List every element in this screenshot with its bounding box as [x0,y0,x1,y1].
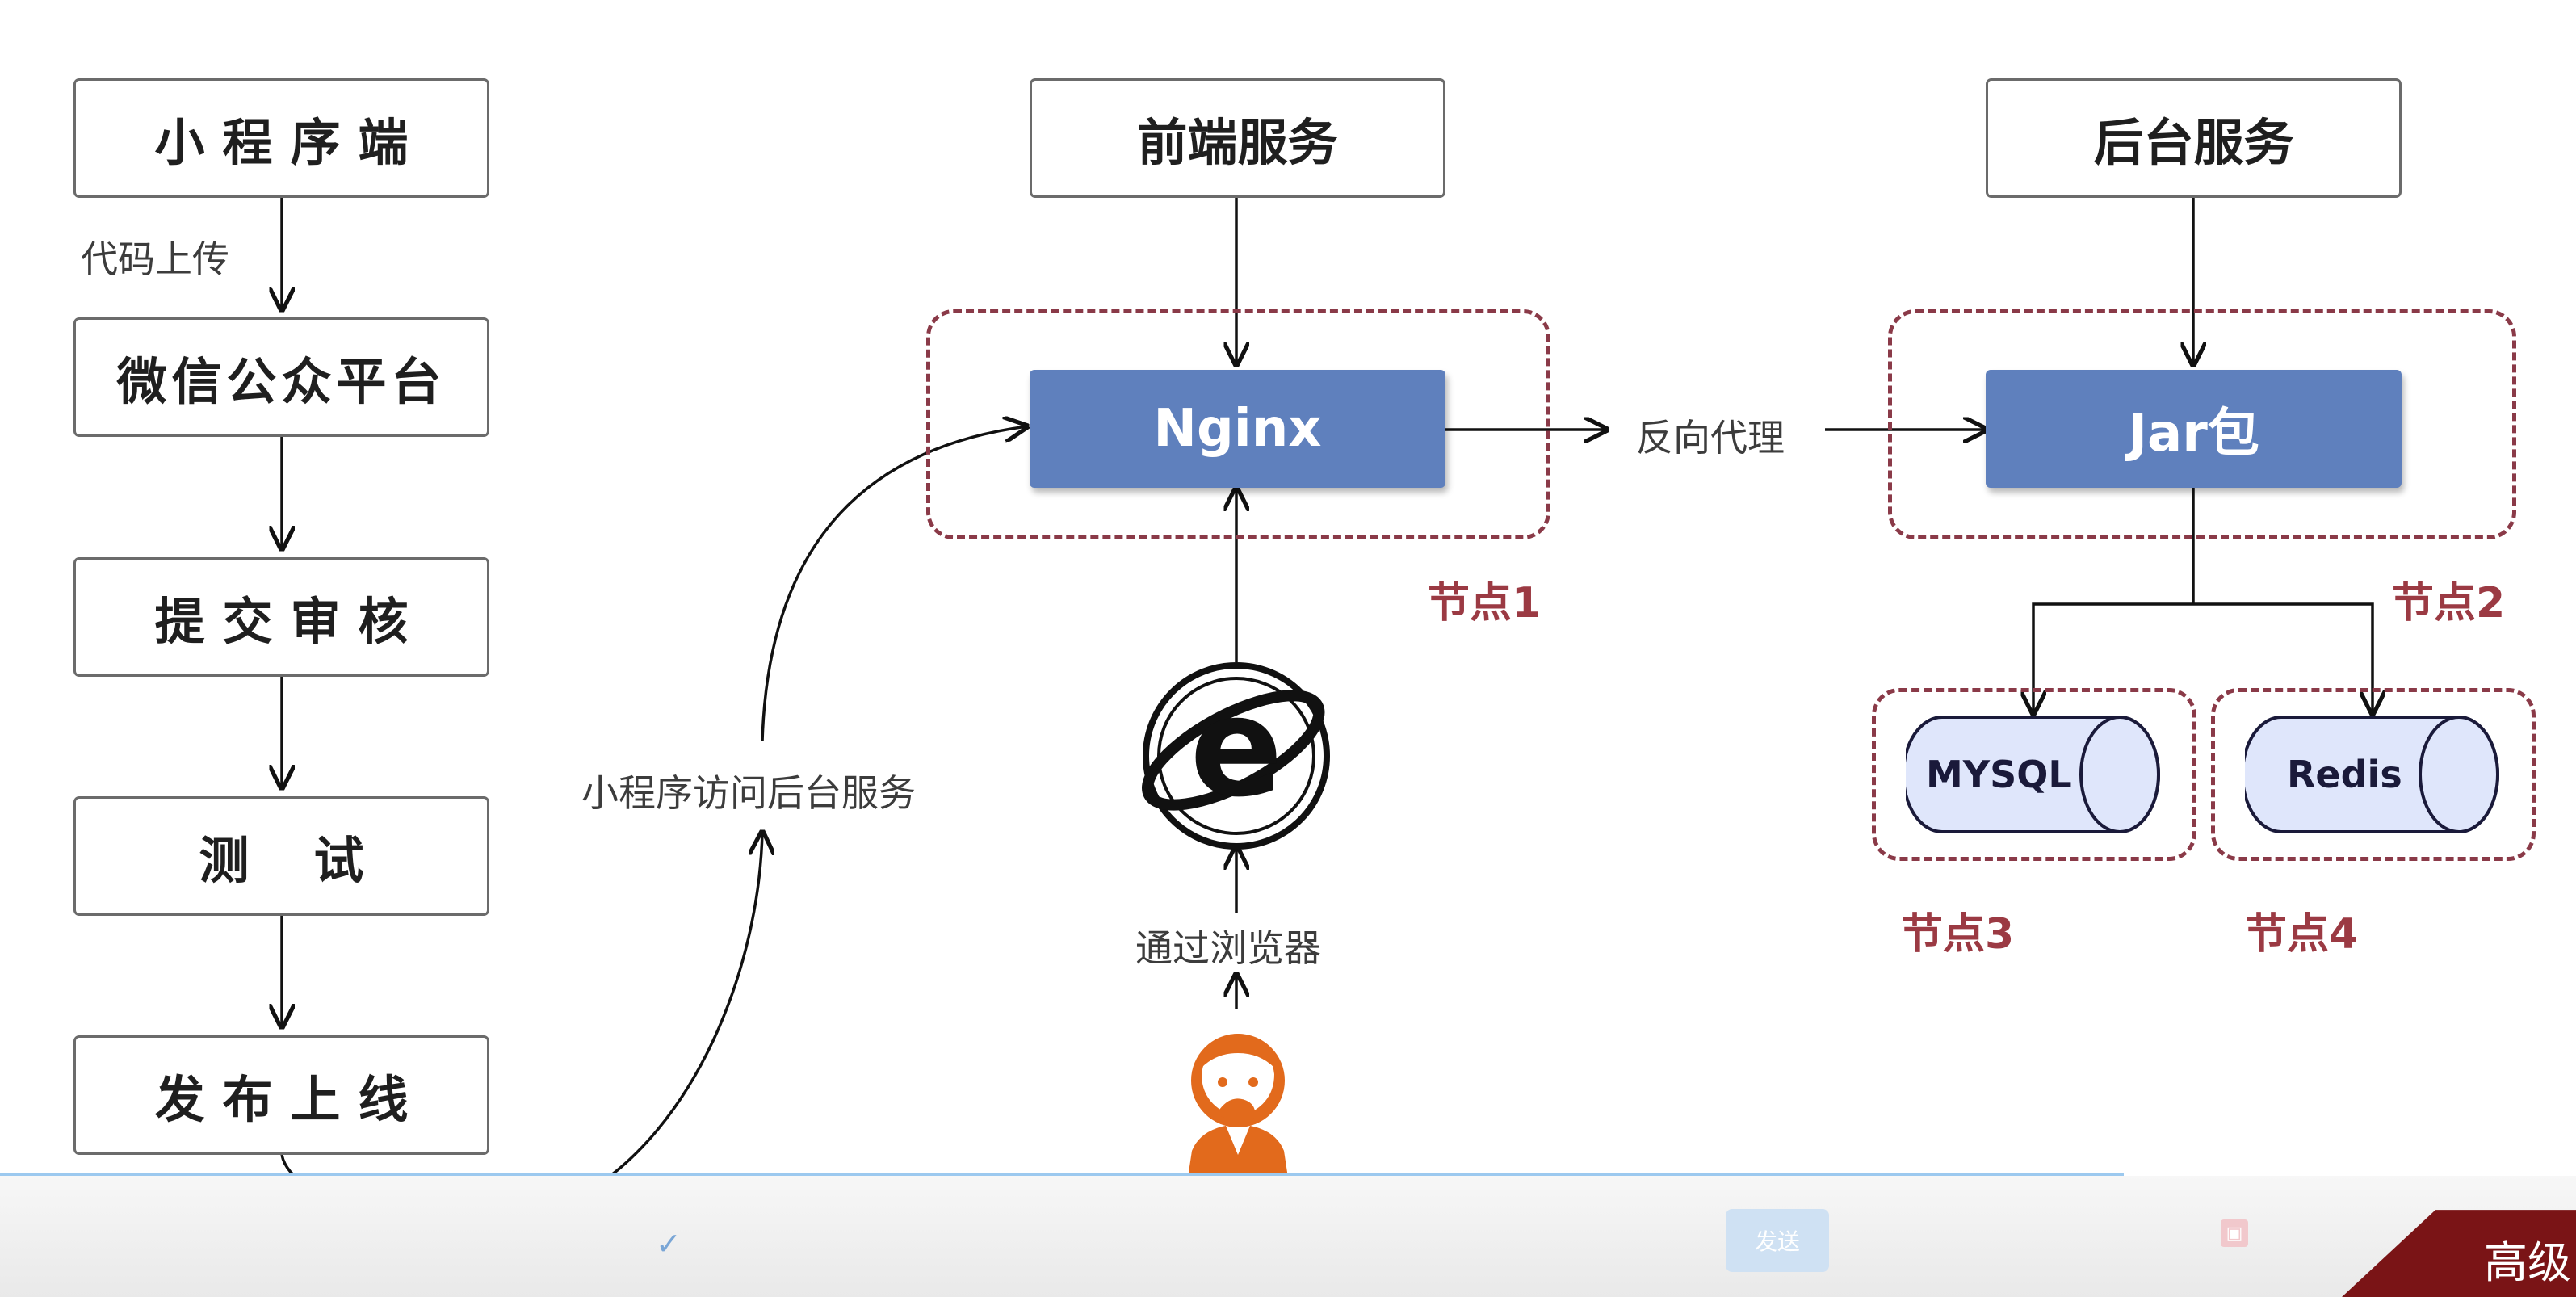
arrow-to-redis [2193,602,2373,714]
node3-label: 节点3 [1901,910,2015,959]
node2-label: 节点2 [2392,579,2506,628]
person-icon [1169,1018,1307,1194]
redis-cylinder [2245,716,2499,833]
backend-service-box: 后台服务 [1986,78,2402,198]
node1-label: 节点1 [1428,579,1542,628]
mysql-label: MYSQL [1926,753,2072,796]
reverse-proxy-label: 反向代理 [1636,416,1785,460]
check-icon[interactable]: ✓ [656,1226,682,1261]
node3-dashed-group [1872,688,2196,861]
step-wechat-platform: 微信公众平台 [73,317,489,437]
record-icon[interactable]: ▣ [2221,1219,2248,1247]
step-test: 测试 [73,796,489,916]
access-label: 小程序访问后台服务 [581,771,916,815]
video-control-bar [0,1176,2576,1297]
browser-label: 通过浏览器 [1135,926,1321,970]
upload-label: 代码上传 [81,237,229,281]
step-mini-program: 小程序端 [73,78,489,198]
node4-dashed-group [2211,688,2536,861]
video-progress-bar[interactable] [0,1173,2124,1177]
step-submit-review: 提交审核 [73,557,489,677]
frontend-service-box: 前端服务 [1030,78,1445,198]
node4-label: 节点4 [2245,910,2359,959]
ie-browser-icon: e [1141,661,1332,851]
nginx-box: Nginx [1030,370,1445,488]
arrow-to-mysql [2033,602,2193,714]
quality-badge[interactable]: 高级 [2342,1163,2576,1297]
node2-dashed-group [1888,309,2516,539]
node1-dashed-group [926,309,1550,539]
step-release: 发布上线 [73,1035,489,1155]
badge-label: 高级 [2484,1237,2571,1288]
mysql-cylinder [1906,716,2160,833]
svg-text:e: e [1189,668,1282,828]
jar-box: Jar包 [1986,370,2402,488]
arrow-access-to-nginx [761,426,1027,742]
redis-label: Redis [2287,753,2402,796]
send-button[interactable]: 发送 [1726,1209,1829,1272]
